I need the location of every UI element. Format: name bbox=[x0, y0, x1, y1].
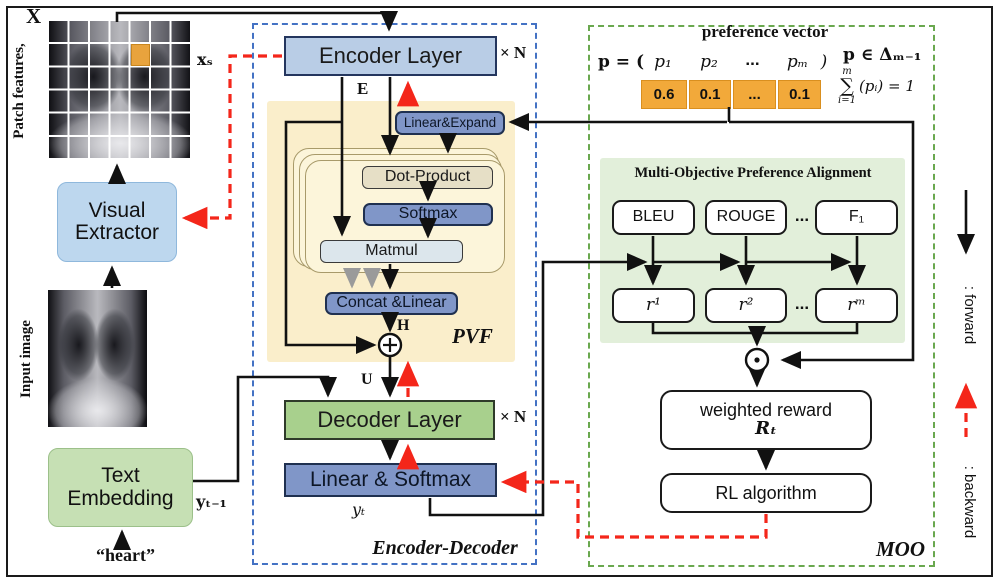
pref-cell-4: 0.1 bbox=[778, 80, 821, 109]
input-image bbox=[48, 290, 147, 427]
sum-rhs: (pᵢ) = 1 bbox=[858, 77, 915, 95]
reward-box-r2: r² bbox=[705, 288, 787, 323]
pref-vector-close: ) bbox=[820, 52, 828, 72]
pref-cell-1: 0.6 bbox=[641, 80, 687, 109]
legend-forward-label: : forward bbox=[961, 285, 978, 345]
dot-product-box: Dot-Product bbox=[362, 166, 493, 189]
metric-box-bleu: BLEU bbox=[612, 200, 695, 235]
pref-vector-p2: p₂ bbox=[700, 52, 718, 72]
concat-linear-box: Concat &Linear bbox=[325, 292, 458, 315]
rl-algorithm-box: RL algorithm bbox=[660, 473, 872, 513]
pref-vector-dots: ... bbox=[745, 50, 760, 69]
linear-softmax-box: Linear & Softmax bbox=[284, 463, 497, 497]
mopa-title: Multi-Objective Preference Alignment bbox=[634, 165, 872, 181]
u-label: U bbox=[361, 371, 373, 388]
metric-box-f1: F₁ bbox=[815, 200, 898, 235]
softmax-box: Softmax bbox=[363, 203, 493, 226]
yt-label: yₜ bbox=[352, 500, 365, 519]
e-label: E bbox=[357, 79, 369, 98]
pvf-label: PVF bbox=[452, 324, 493, 348]
figure-border bbox=[6, 6, 993, 577]
sum-upper-limit: m bbox=[842, 65, 852, 77]
sigma-icon: ∑ bbox=[840, 74, 854, 97]
xs-label: xₛ bbox=[197, 50, 213, 69]
simplex-membership-label: p ∈ Δₘ₋₁ bbox=[843, 45, 922, 65]
y-prev-label: yₜ₋₁ bbox=[196, 492, 227, 511]
preference-vector-title: preference vector bbox=[701, 22, 829, 41]
sum-constraint-formula: m ∑ i=1 (pᵢ) = 1 bbox=[838, 64, 938, 108]
patch-features-label: Patch features, bbox=[11, 43, 27, 139]
patch-grid-overlay bbox=[49, 21, 192, 160]
pref-cell-2: 0.1 bbox=[689, 80, 731, 109]
pref-cell-3: ... bbox=[733, 80, 776, 109]
rt-label: Rₜ bbox=[755, 418, 777, 439]
pref-vector-p1: p₁ bbox=[654, 52, 672, 72]
visual-extractor-box: Visual Extractor bbox=[57, 182, 177, 262]
metrics-ellipsis: ... bbox=[794, 206, 810, 225]
sum-symbol-stack: m ∑ i=1 bbox=[838, 65, 856, 106]
decoder-layer-box: Decoder Layer bbox=[284, 400, 495, 440]
encoder-layer-box: Encoder Layer bbox=[284, 36, 497, 76]
decoder-times-n-label: × N bbox=[500, 407, 527, 426]
heart-token-label: “heart” bbox=[96, 545, 155, 565]
rewards-ellipsis: ... bbox=[794, 294, 810, 313]
weighted-reward-text: weighted reward bbox=[699, 400, 833, 421]
patch-matrix-x-label: X bbox=[26, 4, 42, 28]
reward-box-r1: r¹ bbox=[612, 288, 695, 323]
weighted-reward-box: weighted reward Rₜ bbox=[660, 390, 872, 450]
encoder-decoder-label: Encoder-Decoder bbox=[372, 537, 518, 559]
sum-lower-limit: i=1 bbox=[838, 94, 856, 106]
h-label: H bbox=[397, 317, 410, 334]
linear-expand-box: Linear&Expand bbox=[395, 111, 505, 135]
pref-vector-pm: pₘ bbox=[786, 52, 809, 72]
reward-box-rm: rᵐ bbox=[815, 288, 898, 323]
encoder-times-n-label: × N bbox=[500, 43, 527, 62]
input-image-label: Input image bbox=[18, 320, 34, 398]
pref-vector-lhs: p = ( bbox=[598, 52, 645, 72]
highlighted-patch-cell bbox=[131, 44, 150, 66]
metric-box-rouge: ROUGE bbox=[705, 200, 787, 235]
matmul-box: Matmul bbox=[320, 240, 463, 263]
moo-label: MOO bbox=[875, 537, 925, 561]
legend-backward-label: : backward bbox=[961, 465, 978, 539]
text-embedding-box: Text Embedding bbox=[48, 448, 193, 527]
